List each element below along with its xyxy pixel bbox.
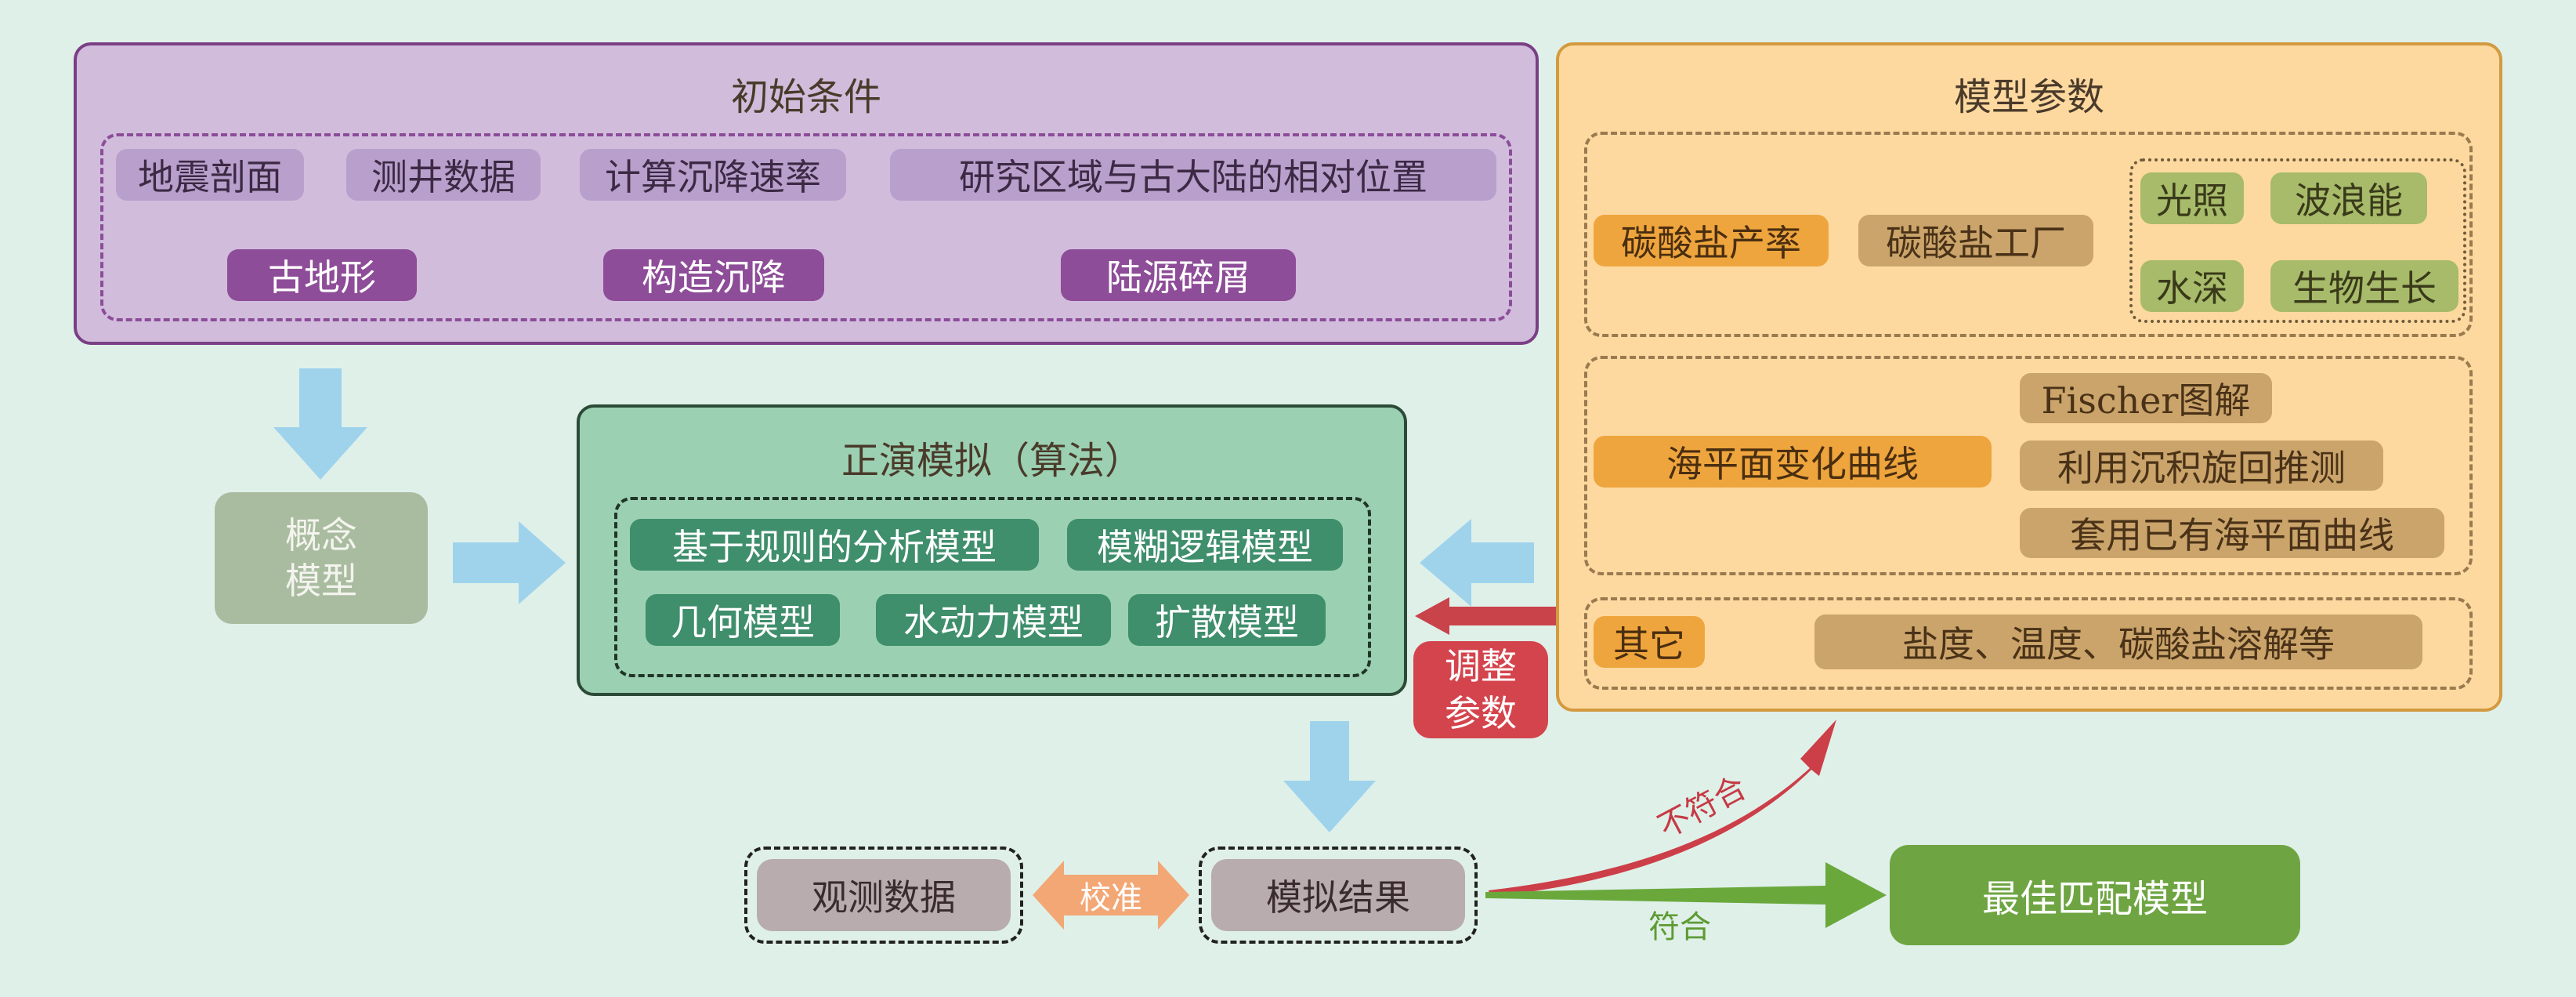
tag-paleotopography: 古地形	[227, 249, 417, 301]
tag-light: 光照	[2140, 172, 2244, 224]
tag-fischer-plot: Fischer图解	[2020, 373, 2272, 423]
tag-other-detail: 盐度、温度、碳酸盐溶解等	[1814, 615, 2422, 669]
mismatch-label: 不符合	[1652, 769, 1753, 846]
forward-model-methods-group	[614, 497, 1371, 677]
down-arrow	[273, 368, 367, 480]
tag-carbonate-factory: 碳酸盐工厂	[1858, 215, 2093, 266]
factory-factors-group	[2129, 158, 2466, 323]
tag-well-log-data: 测井数据	[346, 149, 541, 201]
tag-paleocontinent-position: 研究区域与古大陆的相对位置	[890, 149, 1496, 201]
best-match-model-box: 最佳匹配模型	[1890, 845, 2300, 945]
observed-data-box: 观测数据	[757, 859, 1011, 931]
tag-seismic-profile: 地震剖面	[116, 149, 304, 201]
initial-conditions-group	[100, 133, 1512, 321]
concept-model-line2: 模型	[285, 560, 357, 602]
tag-other: 其它	[1594, 616, 1705, 668]
adjust-arrow	[1415, 597, 1556, 635]
tag-carbonate-production-rate: 碳酸盐产率	[1594, 215, 1829, 266]
forward-model-title: 正演模拟（算法）	[841, 439, 1142, 483]
initial-conditions-title: 初始条件	[730, 75, 881, 119]
match-label: 符合	[1648, 909, 1711, 945]
calibrate-label: 校准	[1080, 880, 1142, 916]
carbonate-section	[1584, 132, 2473, 337]
left-arrow	[1420, 519, 1534, 607]
sea-level-section	[1584, 356, 2473, 575]
adjust-line1: 调整	[1445, 645, 1517, 687]
tag-tectonic-subsidence: 构造沉降	[603, 249, 824, 301]
simulation-result-frame	[1199, 847, 1478, 944]
tag-existing-curve: 套用已有海平面曲线	[2020, 508, 2444, 558]
tag-hydrodynamic-model: 水动力模型	[876, 594, 1111, 646]
concept-model-box: 概念 模型	[215, 492, 428, 624]
tag-diffusion-model: 扩散模型	[1128, 594, 1326, 646]
observed-data-frame	[744, 847, 1023, 944]
tag-cycle-inference: 利用沉积旋回推测	[2020, 440, 2383, 491]
adjust-parameters-box: 调整 参数	[1413, 641, 1548, 738]
tag-wave-energy: 波浪能	[2270, 172, 2427, 224]
tag-geometric-model: 几何模型	[646, 594, 840, 646]
model-parameters-title: 模型参数	[1953, 75, 2104, 119]
right-arrow	[453, 521, 566, 604]
adjust-line2: 参数	[1445, 692, 1517, 734]
tag-subsidence-rate: 计算沉降速率	[580, 149, 846, 201]
simulation-result-box: 模拟结果	[1211, 859, 1465, 931]
tag-sea-level-curve: 海平面变化曲线	[1594, 436, 1992, 488]
tag-biological-growth: 生物生长	[2270, 260, 2458, 312]
tag-terrigenous-clastics: 陆源碎屑	[1061, 249, 1296, 301]
tag-fuzzy-logic-model: 模糊逻辑模型	[1067, 519, 1343, 571]
other-section	[1584, 597, 2473, 690]
tag-rule-based-model: 基于规则的分析模型	[630, 519, 1039, 571]
concept-model-line1: 概念	[285, 514, 357, 557]
tag-water-depth: 水深	[2140, 260, 2244, 312]
down-arrow	[1283, 721, 1376, 832]
